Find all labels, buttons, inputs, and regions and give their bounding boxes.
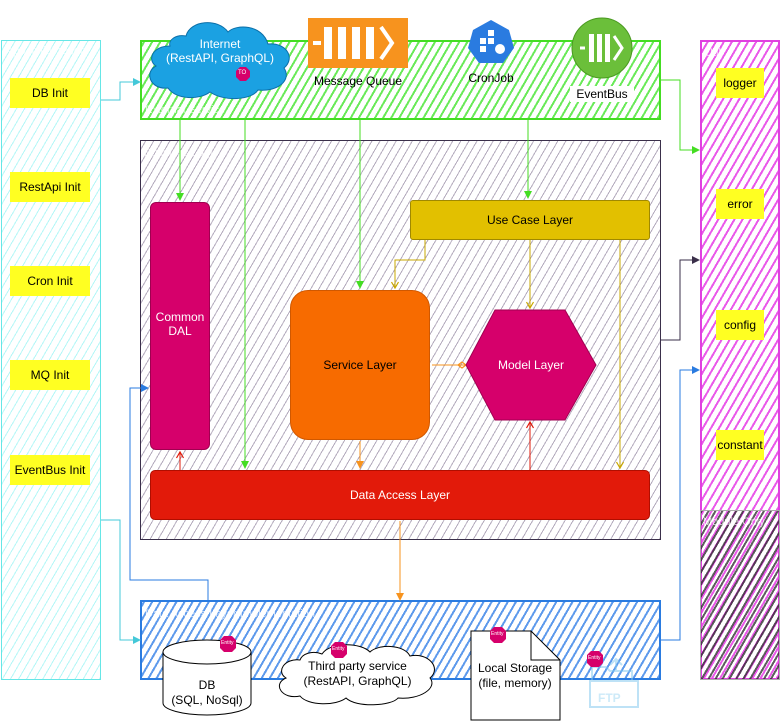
model-layer-label: Model Layer [497, 358, 565, 372]
entity-badge-ftp [587, 651, 603, 667]
init-item-eventbus[interactable]: EventBus Init [10, 455, 90, 485]
external-service-title: External Service [145, 104, 226, 116]
eventbus-icon[interactable] [571, 17, 633, 79]
local-storage-label: Local Storage (file, memory) [477, 661, 553, 690]
to-badge-label: TO [238, 70, 247, 76]
entity-badge-db [220, 636, 236, 652]
third-party-label: Third party service (RestAPI, GraphQL) [303, 659, 412, 688]
eventbus-label: EventBus [570, 86, 634, 102]
entity-badge-local-storage-label: Entity [491, 631, 504, 637]
ftp-label: FTP [598, 691, 621, 705]
service-layer[interactable]: Service Layer [290, 290, 430, 440]
message-queue-label: Message Queue [313, 74, 403, 88]
module-only-title: Module Only [703, 516, 765, 528]
init-item-db[interactable]: DB Init [10, 78, 90, 108]
ftp-icon: FTP [586, 655, 642, 711]
use-case-layer[interactable]: Use Case Layer [410, 200, 650, 240]
model-layer[interactable] [465, 309, 597, 421]
entity-badge-third-party-label: Entity [332, 646, 345, 652]
util-item-logger[interactable]: logger [716, 68, 764, 98]
service-layer-label: Service Layer [323, 358, 397, 372]
init-item-restapi[interactable]: RestApi Init [10, 172, 90, 202]
data-access-layer-label: Data Access Layer [349, 488, 451, 502]
entity-badge-db-label: Entity [221, 640, 234, 646]
db-label: DB (SQL, NoSql) [171, 678, 243, 707]
common-dal[interactable]: Common DAL [150, 202, 210, 450]
data-access-impl-title: Data Access Layer Implementation [145, 608, 315, 620]
util-item-error[interactable]: error [716, 189, 764, 219]
util-title: Util [705, 47, 721, 59]
use-case-layer-label: Use Case Layer [486, 213, 574, 227]
init-item-cron[interactable]: Cron Init [10, 266, 90, 296]
internet-cloud[interactable] [149, 22, 290, 99]
common-dal-label: Common DAL [155, 310, 205, 338]
message-queue-icon[interactable] [308, 18, 408, 68]
app-initialization-title: App Initialization [6, 45, 87, 57]
module-only-group: Module Only [700, 510, 780, 680]
util-item-constant[interactable]: constant [716, 430, 764, 460]
cronjob-label: CronJob [468, 71, 514, 85]
to-badge-icon [236, 67, 250, 81]
data-access-layer[interactable]: Data Access Layer [150, 470, 650, 520]
entity-badge-ftp-label: Entity [588, 655, 601, 661]
internet-label: Internet (RestAPI, GraphQL) [165, 37, 275, 65]
init-item-mq[interactable]: MQ Init [10, 360, 90, 390]
cronjob-icon[interactable] [468, 20, 514, 63]
db-cylinder[interactable] [162, 639, 252, 716]
business-logic-title: Business Logic [144, 147, 218, 159]
entity-badge-third-party [331, 642, 347, 658]
local-storage-doc[interactable] [470, 630, 561, 721]
util-item-config[interactable]: config [716, 310, 764, 340]
entity-badge-local-storage [490, 627, 506, 643]
